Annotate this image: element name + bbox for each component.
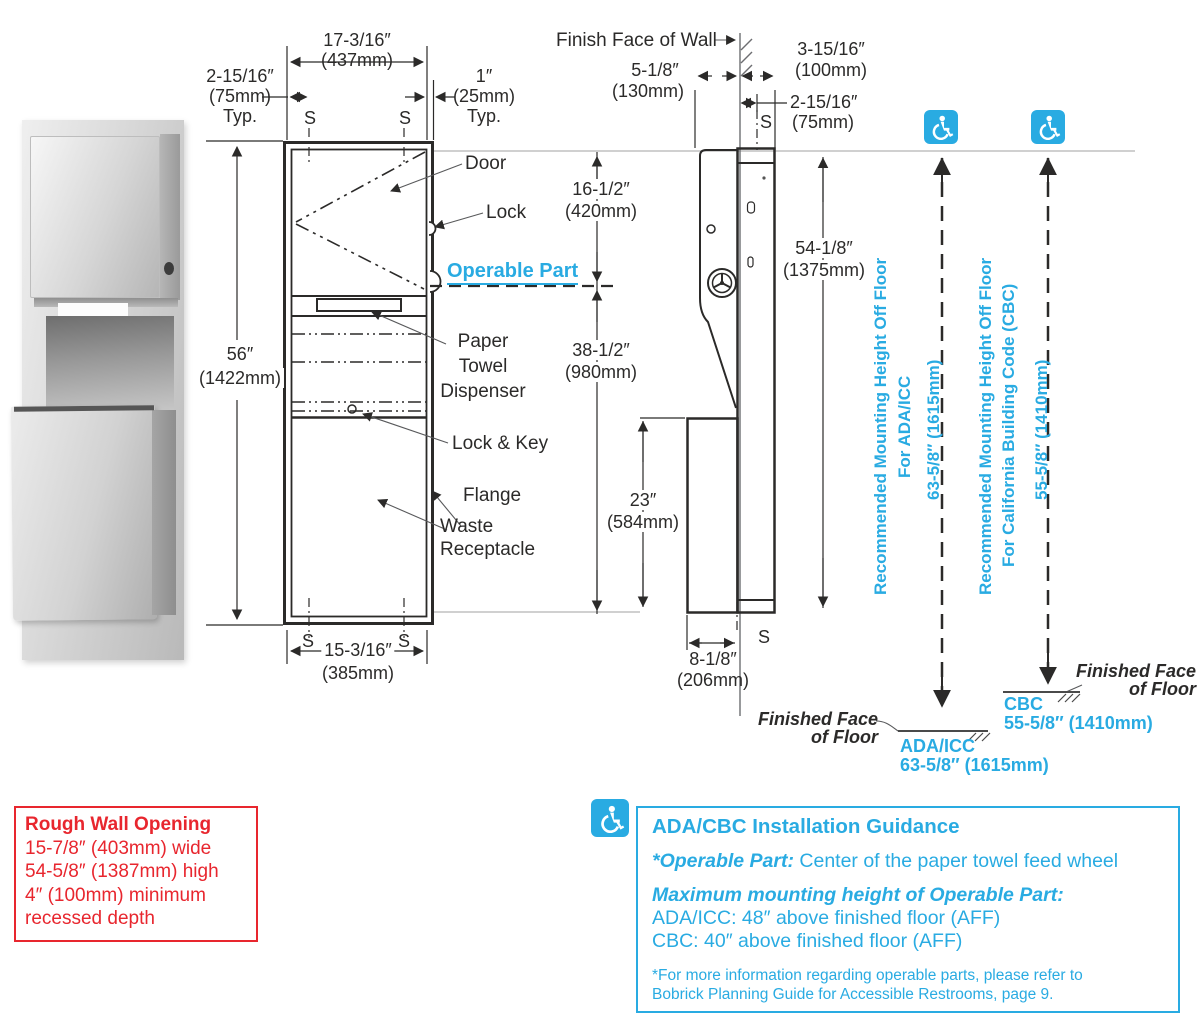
rough-wall-opening-line: recessed depth — [25, 908, 155, 929]
photo-lock — [164, 262, 174, 275]
label-lock: Lock — [486, 202, 527, 223]
dim-offset-right: 1″ — [475, 66, 493, 86]
s-marker: S — [397, 631, 411, 651]
rough-wall-opening-line: 54-5/8″ (1387mm) high — [25, 861, 219, 882]
dim-depth-back-mm: (100mm) — [794, 60, 868, 80]
cbc-floor-value: 55-5/8″ (1410mm) — [1004, 713, 1153, 733]
cbc-floor-label: CBC — [1004, 694, 1043, 714]
dim-offset-left: 2-15/16″ — [206, 66, 274, 86]
dim-bottom-width-mm: (385mm) — [318, 663, 398, 684]
dim-receptacle-depth-mm: (206mm) — [676, 670, 750, 690]
rough-wall-opening-line: 4″ (100mm) minimum — [25, 884, 206, 906]
max-mounting-height-label: Maximum mounting height of Operable Part… — [652, 884, 1064, 906]
cbc-max-height: CBC: 40″ above finished floor (AFF) — [652, 930, 963, 952]
dim-height: 56″ — [223, 344, 257, 365]
label-lock-key: Lock & Key — [452, 433, 549, 454]
finished-face-of-floor-label: Finished Face — [1076, 661, 1197, 681]
label-finish-face-of-wall: Finish Face of Wall — [556, 30, 717, 51]
leader-lines — [362, 35, 1083, 732]
ada-mounting-note-line2: For ADA/ICC — [895, 375, 914, 478]
cbc-mounting-note-value: 55-5/8″ (1410mm) — [1032, 359, 1051, 500]
label-waste: Waste — [440, 516, 494, 537]
dim-offset-right-typ: Typ. — [466, 106, 502, 126]
wall-section — [739, 33, 753, 716]
guidance-title: ADA/CBC Installation Guidance — [652, 815, 960, 838]
dim-inset: 2-15/16″ — [790, 92, 858, 112]
photo-dispenser-door — [30, 136, 160, 298]
photo-towel-tray — [34, 298, 178, 307]
dim-receptacle: 23″ — [626, 490, 660, 511]
dim-upper-mm: (420mm) — [561, 201, 641, 222]
door-swing-lines — [295, 151, 426, 290]
finished-face-of-floor-label: of Floor — [811, 727, 878, 747]
dim-lower: 38-1/2″ — [569, 340, 633, 361]
label-dispenser: Dispenser — [440, 381, 526, 402]
rough-wall-opening-line: 15-7/8″ (403mm) wide — [25, 837, 212, 859]
dim-upper: 16-1/2″ — [569, 179, 633, 200]
operable-part-term: *Operable Part: — [652, 850, 794, 872]
dim-depth-back: 3-15/16″ — [797, 39, 865, 59]
dim-front-width-mm: (437mm) — [320, 50, 394, 70]
dim-receptacle-mm: (584mm) — [603, 512, 683, 533]
label-flange: Flange — [463, 485, 522, 506]
dim-inset-mm: (75mm) — [792, 112, 854, 132]
operable-part-definition: Center of the paper towel feed wheel — [793, 850, 1119, 872]
dim-side-height: 54-1/8″ — [792, 238, 856, 259]
dim-offset-right-mm: (25mm) — [453, 86, 515, 106]
photo-recess-opening — [46, 316, 174, 410]
dim-bottom-width: 15-3/16″ — [321, 640, 395, 661]
ada-mounting-note-value: 63-5/8″ (1615mm) — [924, 359, 943, 500]
s-marker: S — [759, 112, 773, 132]
wheelchair-icon — [591, 799, 629, 837]
wheelchair-icon — [924, 110, 958, 144]
dim-height-mm: (1422mm) — [195, 368, 285, 389]
label-operable-part: Operable Part — [447, 260, 579, 286]
dim-depth-front-mm: (130mm) — [611, 81, 685, 101]
dispenser-panel-lines — [292, 333, 426, 412]
wheelchair-icon — [1031, 110, 1065, 144]
rough-wall-opening-title: Rough Wall Opening — [25, 814, 212, 835]
dimension-lines — [206, 46, 829, 664]
side-view-outline — [686, 147, 776, 614]
finished-face-of-floor-label: Finished Face — [757, 709, 878, 729]
dim-receptacle-depth: 8-1/8″ — [689, 649, 737, 669]
photo-waste-bin-side — [152, 410, 176, 615]
s-marker: S — [398, 108, 412, 128]
cbc-mounting-note-line2: For California Building Code (CBC) — [999, 283, 1018, 567]
guidance-footnote: *For more information regarding operable… — [652, 967, 1083, 984]
dim-lower-mm: (980mm) — [561, 362, 641, 383]
rough-wall-opening-note: Rough Wall Opening 15-7/8″ (403mm) wide … — [14, 806, 258, 942]
front-view-outline — [283, 141, 442, 625]
ada-floor-value: 63-5/8″ (1615mm) — [900, 755, 1049, 775]
ada-mounting-note-line1: Recommended Mounting Height Off Floor — [871, 257, 890, 595]
s-marker: S — [301, 631, 315, 651]
stud-centerlines — [308, 110, 758, 638]
finished-face-of-floor-label: of Floor — [1129, 679, 1196, 699]
label-towel: Towel — [458, 356, 508, 377]
dim-depth-front: 5-1/8″ — [631, 60, 679, 80]
reference-lines — [433, 150, 1135, 613]
label-door: Door — [465, 153, 507, 174]
ada-cbc-guidance-box: ADA/CBC Installation Guidance *Operable … — [636, 806, 1180, 1013]
label-receptacle: Receptacle — [440, 539, 536, 560]
guidance-footnote: Bobrick Planning Guide for Accessible Re… — [652, 986, 1054, 1003]
dim-offset-left-mm: (75mm) — [209, 86, 271, 106]
ada-floor-label: ADA/ICC — [900, 736, 975, 756]
ada-max-height: ADA/ICC: 48″ above finished floor (AFF) — [652, 907, 1001, 929]
s-marker: S — [757, 627, 771, 647]
mounting-height-lines — [898, 157, 1081, 742]
cbc-mounting-note-line1: Recommended Mounting Height Off Floor — [976, 257, 995, 595]
dim-offset-left-typ: Typ. — [222, 106, 258, 126]
label-paper: Paper — [457, 331, 509, 352]
dim-side-height-mm: (1375mm) — [779, 260, 869, 281]
dim-front-width: 17-3/16″ — [323, 30, 391, 50]
photo-door-side — [160, 134, 180, 300]
s-marker: S — [303, 108, 317, 128]
